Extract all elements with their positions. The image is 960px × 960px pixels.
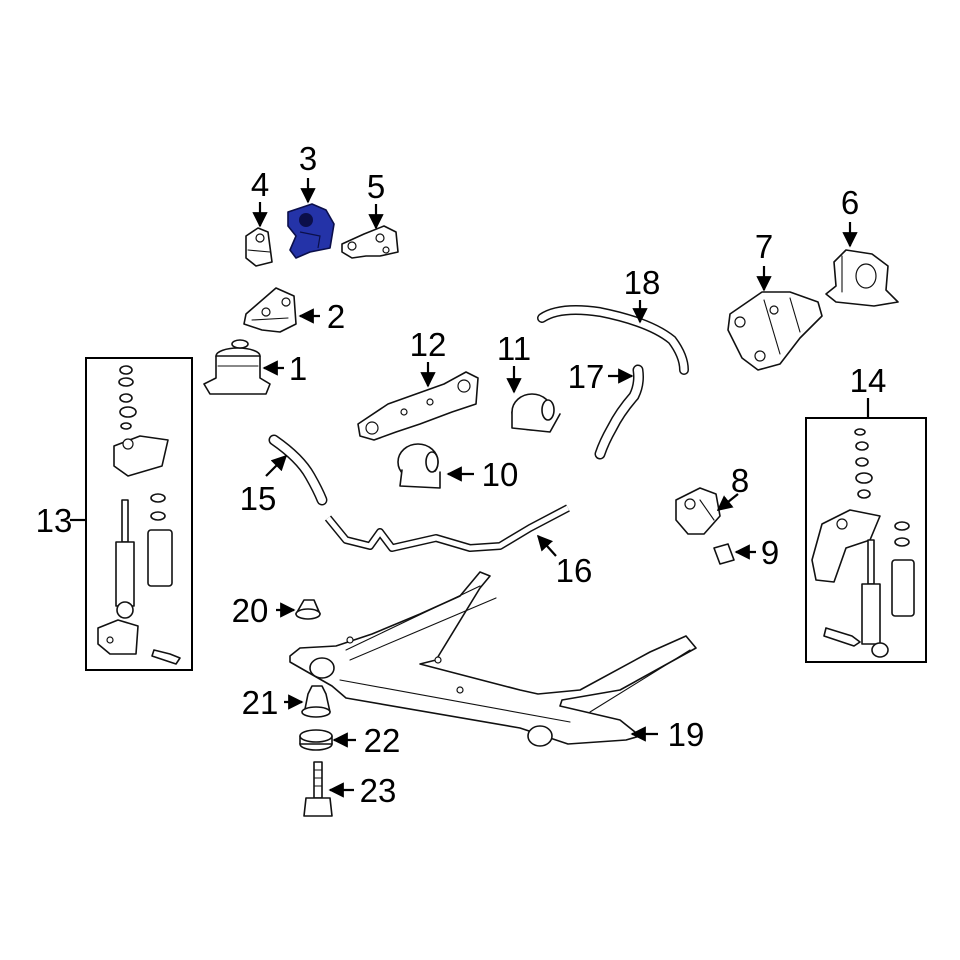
part-3-engine-mount[interactable] (287, 203, 335, 259)
callout-7: 7 (755, 228, 773, 265)
part-23-bolt[interactable] (303, 761, 333, 817)
leader-lines (70, 178, 870, 798)
callout-23: 23 (360, 772, 397, 809)
strut-14-parts[interactable] (811, 428, 915, 658)
callout-17: 17 (568, 358, 605, 395)
callout-12: 12 (410, 326, 447, 363)
callout-3: 3 (299, 140, 317, 177)
callout-2: 2 (327, 298, 345, 335)
part-12-torque-rod[interactable] (357, 371, 479, 441)
part-20-bushing[interactable] (295, 599, 321, 620)
callout-15: 15 (240, 480, 277, 517)
callout-11: 11 (497, 330, 531, 367)
part-21-bushing[interactable] (301, 685, 331, 718)
callout-16: 16 (556, 552, 593, 589)
callout-5: 5 (367, 168, 385, 205)
callout-21: 21 (242, 684, 279, 721)
callout-19: 19 (668, 716, 705, 753)
callout-4: 4 (251, 166, 269, 203)
callout-22: 22 (364, 722, 401, 759)
part-22-bushing[interactable] (299, 729, 333, 751)
part-9-bushing[interactable] (713, 543, 735, 565)
part-6-engine-mount[interactable] (825, 249, 899, 307)
callout-9: 9 (761, 534, 779, 571)
callout-6: 6 (841, 184, 859, 221)
strut-13-parts[interactable] (97, 365, 181, 665)
part-5-bracket[interactable] (341, 225, 399, 259)
callout-1: 1 (289, 350, 307, 387)
part-16-pipe[interactable] (324, 504, 570, 552)
part-18-hose[interactable] (537, 305, 689, 375)
callout-10: 10 (482, 456, 519, 493)
part-2-bracket[interactable] (243, 287, 297, 333)
box-14-front-strut-assembly (805, 417, 927, 663)
part-1-engine-mount[interactable] (203, 339, 271, 395)
part-7-bracket[interactable] (727, 291, 823, 371)
box-13-rear-strut-assembly (85, 357, 193, 671)
part-4-bracket[interactable] (245, 227, 273, 267)
callout-labels: 3 4 5 2 1 6 7 12 11 10 17 18 14 13 15 16… (36, 140, 887, 809)
callout-14: 14 (850, 362, 887, 399)
callout-20: 20 (232, 592, 269, 629)
part-10-mount[interactable] (397, 443, 441, 489)
part-17-hose[interactable] (594, 364, 644, 460)
callout-13: 13 (36, 502, 73, 539)
part-8-mount[interactable] (675, 487, 721, 535)
part-19-subframe[interactable] (289, 571, 697, 747)
part-11-mount[interactable] (511, 393, 561, 433)
part-15-hose[interactable] (268, 434, 328, 506)
callout-18: 18 (624, 264, 661, 301)
callout-8: 8 (731, 462, 749, 499)
